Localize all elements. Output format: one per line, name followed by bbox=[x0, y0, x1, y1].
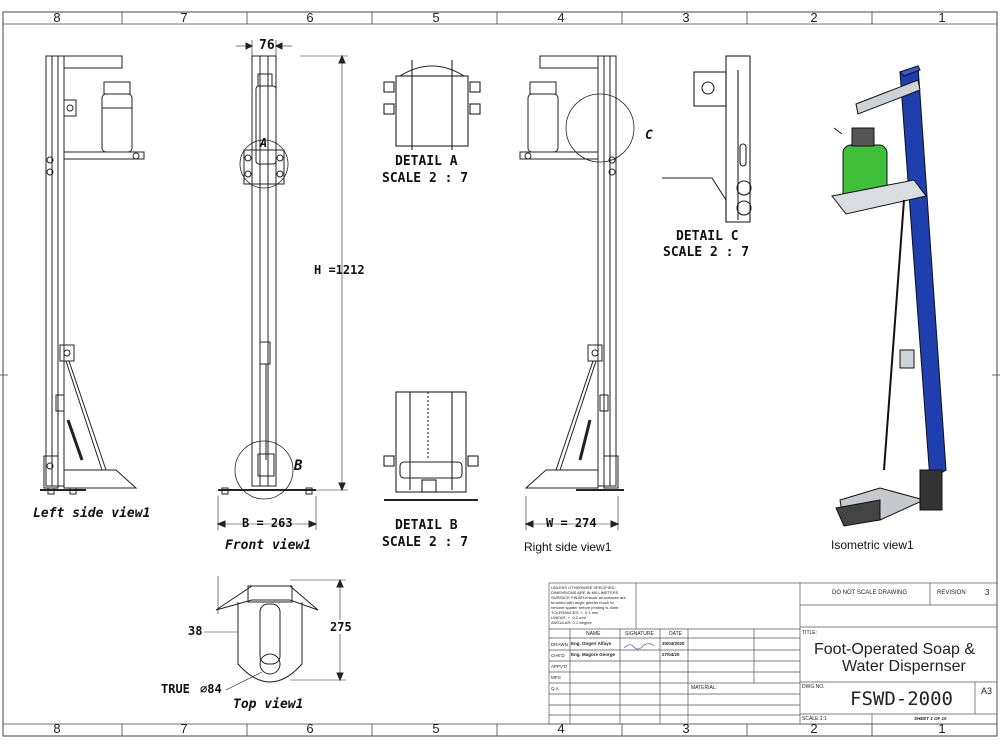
tb-role-drawn: DRAWN bbox=[551, 642, 568, 647]
zone-top-1: 1 bbox=[938, 10, 946, 25]
dim-height: H =1212 bbox=[314, 263, 365, 277]
detail-mark-a: A bbox=[260, 136, 268, 150]
tb-note: remove spatter before printing is done bbox=[551, 605, 619, 610]
tb-role-mfg: MFG bbox=[551, 675, 561, 680]
tb-col-date: DATE bbox=[669, 631, 682, 637]
tb-revision-value: 3 bbox=[985, 588, 990, 597]
detail-mark-b: B bbox=[294, 458, 303, 474]
tb-note: SURFACE FINISH:ensure all surfaces are bbox=[551, 595, 626, 600]
isometric-view bbox=[831, 65, 947, 527]
zone-bottom-2: 2 bbox=[810, 721, 818, 736]
tb-title-label: TITLE: bbox=[802, 630, 818, 636]
detail-c-title: DETAIL C bbox=[676, 229, 739, 244]
dim-front-base: B = 263 bbox=[242, 516, 293, 530]
detail-a-circle bbox=[239, 139, 289, 189]
detail-a-title: DETAIL A bbox=[395, 154, 458, 169]
label-top-view: Top view1 bbox=[233, 697, 304, 712]
tb-name-checked: Eng. Magore George bbox=[571, 652, 616, 657]
tb-title-line1: Foot-Operated Soap & bbox=[814, 641, 975, 658]
zone-top-3: 3 bbox=[682, 10, 690, 25]
dim-top-true: TRUE bbox=[161, 682, 190, 696]
title-block-grid bbox=[548, 582, 998, 725]
tb-note: DIMENSIONS ARE IN MILLIMETERS bbox=[551, 590, 619, 595]
zone-bottom-4: 4 bbox=[557, 721, 565, 736]
tb-note: brushed with angle grinder brush to bbox=[551, 600, 614, 605]
tb-notes: UNLESS OTHERWISE SPECIFIED: DIMENSIONS A… bbox=[551, 585, 626, 625]
zone-top-2: 2 bbox=[810, 10, 818, 25]
tb-title-line2: Water Dispernser bbox=[842, 658, 966, 675]
detail-b-title: DETAIL B bbox=[395, 518, 458, 533]
tb-dwg-label: DWG NO. bbox=[802, 684, 825, 690]
tb-note: TOLERANCES: +- 0.1 mm bbox=[551, 610, 599, 615]
right-side-view bbox=[519, 55, 635, 530]
tb-sheet: SHEET 1 OF 10 bbox=[914, 716, 947, 721]
label-right-side-view: Right side view1 bbox=[524, 540, 612, 554]
tb-scale: SCALE:1:1 bbox=[802, 716, 827, 722]
tb-date-checked: 27/04/20 bbox=[662, 652, 680, 657]
label-front-view: Front view1 bbox=[225, 538, 312, 553]
tb-note: ANGULAR: 0.1 degree bbox=[551, 620, 592, 625]
tb-do-not-scale: DO NOT SCALE DRAWING bbox=[832, 590, 908, 596]
tb-dwg-number: FSWD-2000 bbox=[850, 688, 953, 710]
label-isometric-view: Isometric view1 bbox=[831, 538, 914, 552]
zone-top-5: 5 bbox=[432, 10, 440, 25]
tb-note: LINEAR: +- 0.2 mm bbox=[551, 615, 586, 620]
dim-top-depth: 275 bbox=[330, 620, 352, 634]
zone-dividers bbox=[0, 12, 1000, 736]
tb-role-checked: CHK'D bbox=[551, 653, 565, 658]
tb-material-label: MATERIAL: bbox=[691, 685, 718, 691]
left-side-view bbox=[40, 55, 145, 495]
tb-col-signature: SIGNATURE bbox=[625, 631, 654, 637]
tb-col-name: NAME bbox=[586, 631, 601, 637]
detail-b-scale: SCALE 2 : 7 bbox=[382, 535, 469, 550]
tb-note: UNLESS OTHERWISE SPECIFIED: bbox=[551, 585, 616, 590]
tb-date-drawn: 30/04/2020 bbox=[662, 641, 685, 646]
dim-right-base: W = 274 bbox=[546, 516, 597, 530]
signature-mark bbox=[623, 643, 655, 650]
zone-top-4: 4 bbox=[557, 10, 565, 25]
dim-front-top-width: 76 bbox=[259, 38, 275, 53]
zone-bottom-1: 1 bbox=[938, 721, 946, 736]
tb-name-drawn: Eng. Ongeri Alfayo bbox=[571, 641, 612, 646]
detail-b-drawing bbox=[383, 391, 479, 501]
detail-a-drawing bbox=[383, 60, 481, 150]
top-view bbox=[204, 576, 346, 691]
tb-size: A3 bbox=[981, 686, 993, 696]
detail-c-scale: SCALE 2 : 7 bbox=[663, 245, 750, 260]
sheet-border bbox=[2, 11, 998, 737]
tb-role-approved: APPV'D bbox=[551, 664, 568, 669]
front-view bbox=[216, 40, 348, 530]
tb-role-qa: Q.A bbox=[551, 686, 559, 691]
zone-top-7: 7 bbox=[180, 10, 188, 25]
label-left-side-view: Left side view1 bbox=[33, 506, 151, 521]
zone-top-8: 8 bbox=[53, 10, 61, 25]
zone-bottom-6: 6 bbox=[306, 721, 314, 736]
zone-bottom-5: 5 bbox=[432, 721, 440, 736]
detail-mark-c: C bbox=[645, 128, 653, 143]
dim-top-diameter: ∅84 bbox=[200, 682, 222, 696]
detail-a-scale: SCALE 2 : 7 bbox=[382, 171, 469, 186]
detail-c-circle bbox=[565, 93, 635, 163]
detail-c-drawing bbox=[662, 55, 752, 223]
tb-revision-label: REVISION bbox=[937, 590, 966, 596]
detail-b-circle bbox=[234, 440, 294, 500]
zone-top-6: 6 bbox=[306, 10, 314, 25]
zone-bottom-3: 3 bbox=[682, 721, 690, 736]
dim-top-left: 38 bbox=[188, 624, 203, 638]
zone-bottom-8: 8 bbox=[53, 721, 61, 736]
zone-bottom-7: 7 bbox=[180, 721, 188, 736]
